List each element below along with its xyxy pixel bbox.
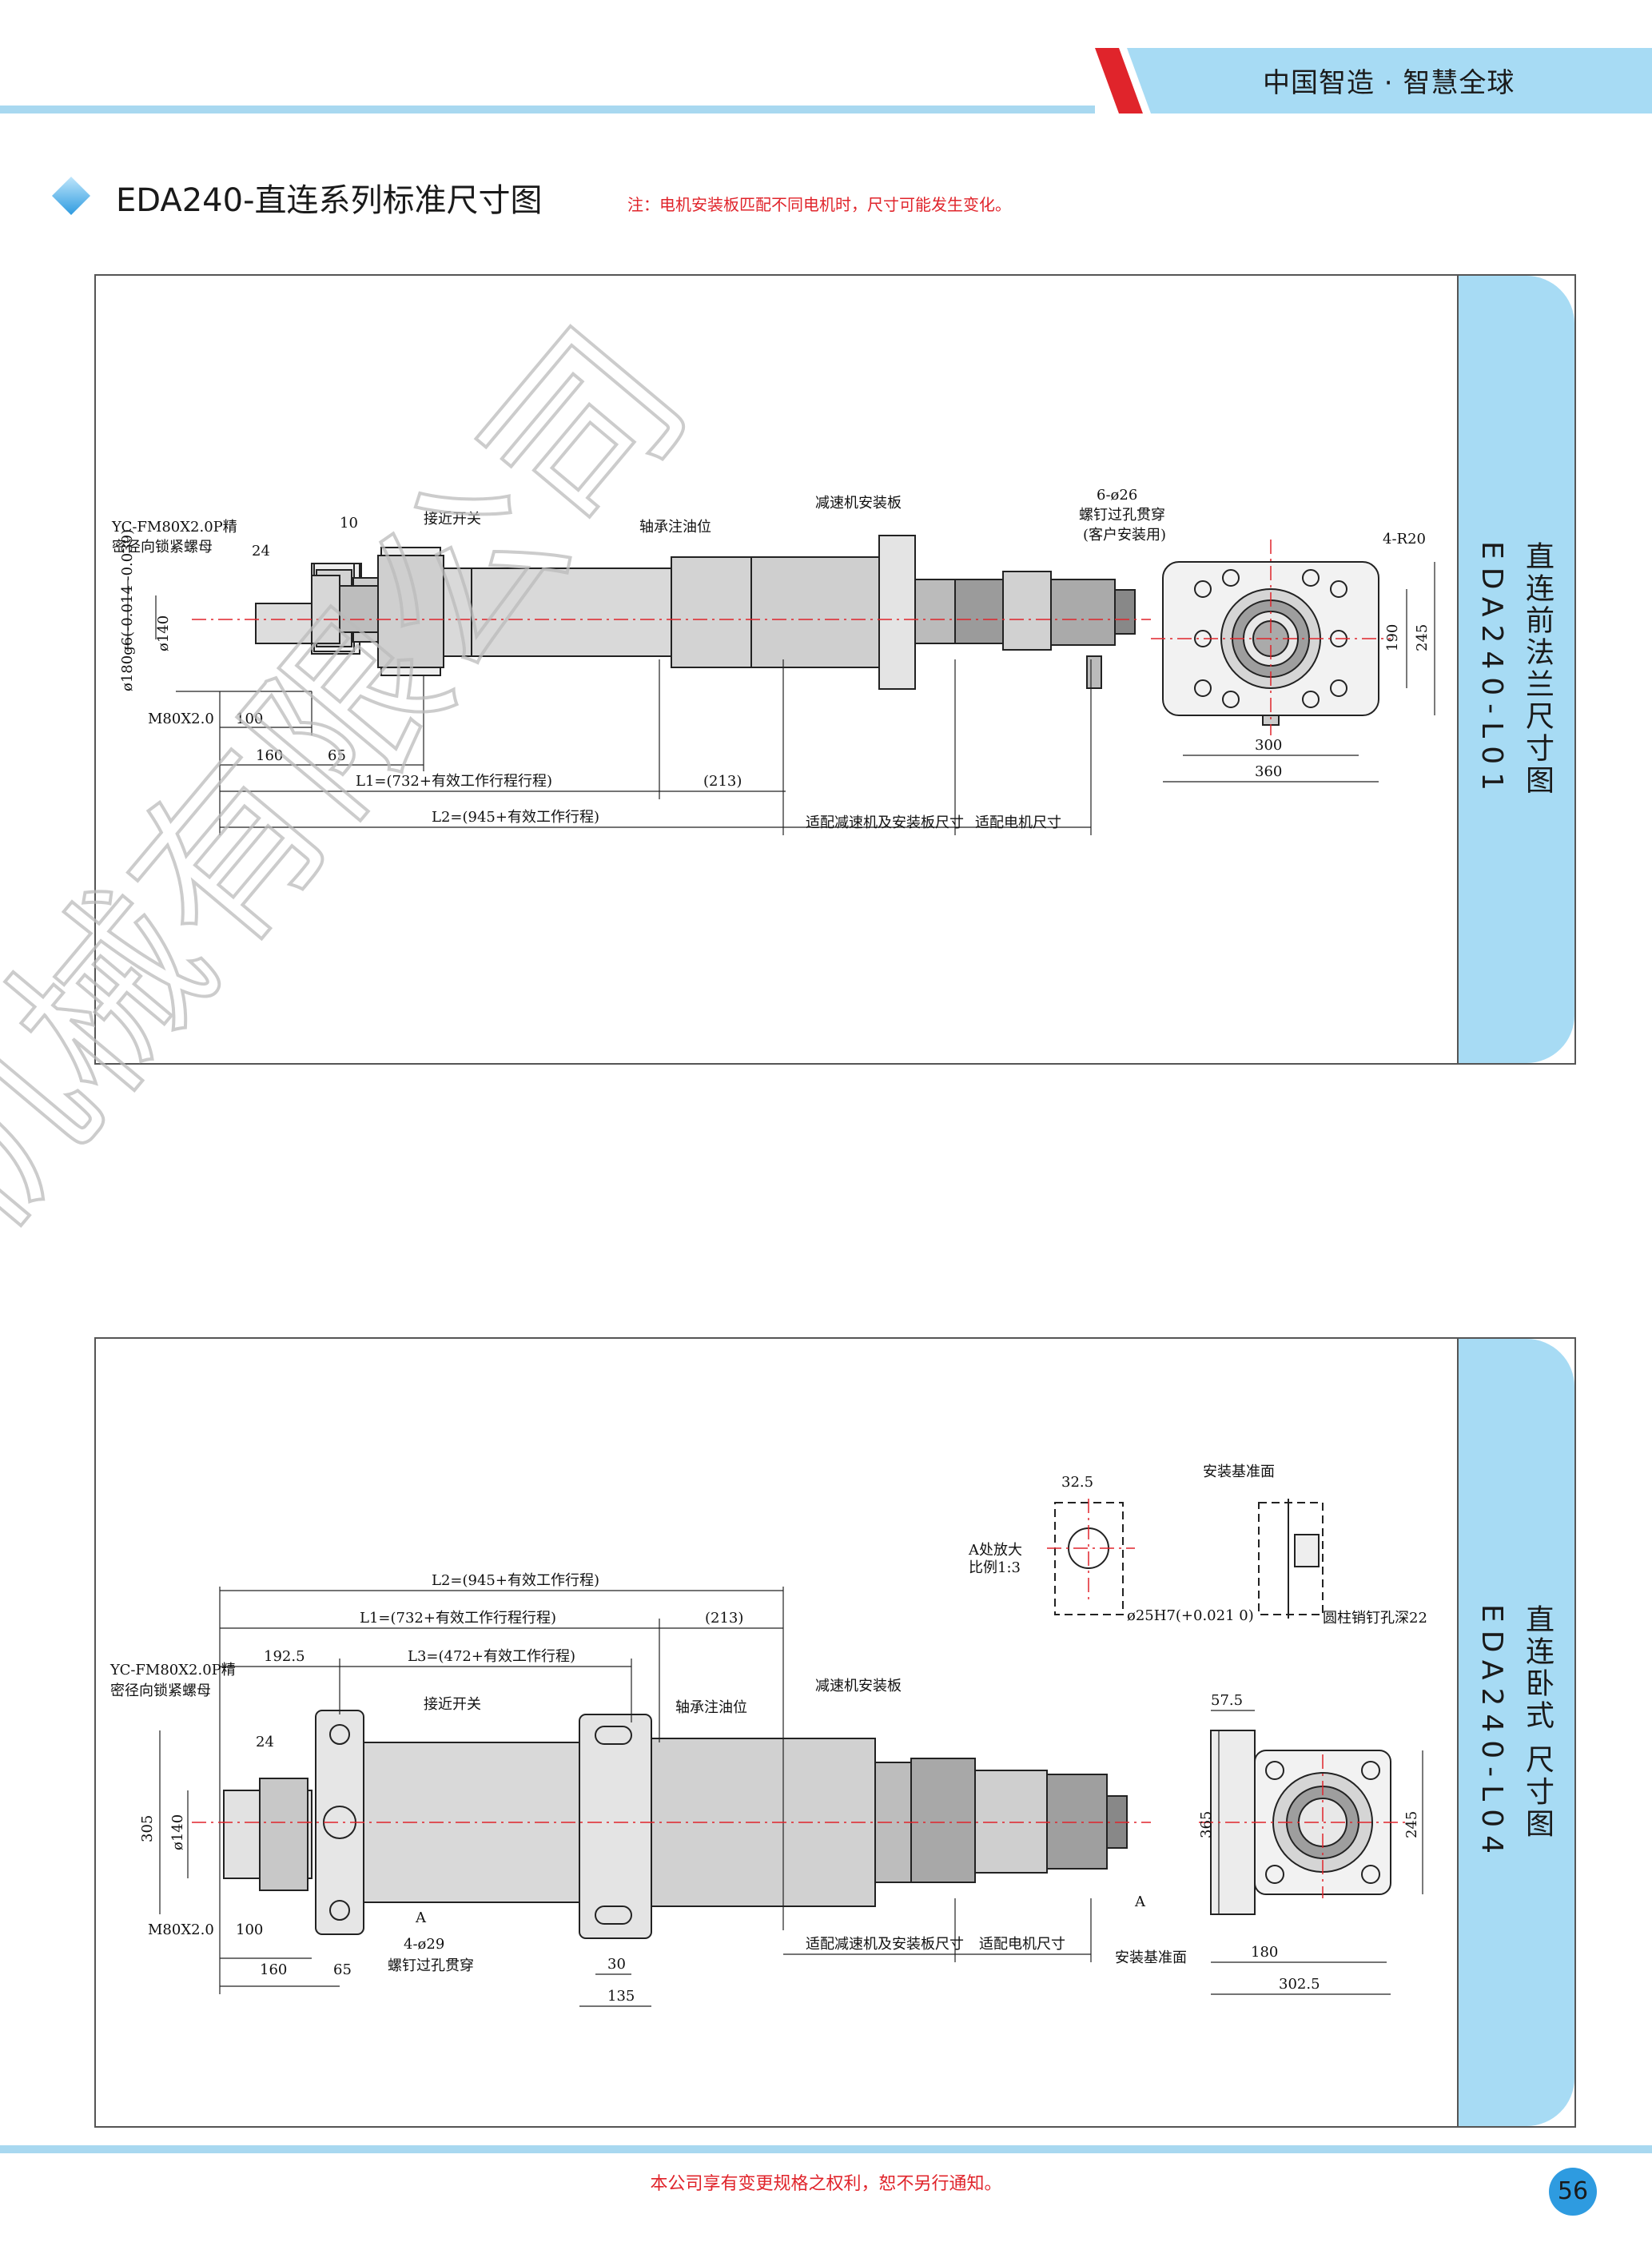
dim-l3: L3=(472+有效工作行程)	[408, 1648, 575, 1665]
base-label-2: 安装基准面	[1115, 1949, 1187, 1966]
dim-24: 24	[252, 543, 270, 560]
holes-label-2: 螺钉过孔贯穿	[388, 1957, 474, 1974]
scale-label: 比例1:3	[969, 1559, 1021, 1576]
header-slogan: 中国智造 · 智慧全球	[1263, 67, 1515, 99]
page-title: EDA240-直连系列标准尺寸图	[116, 182, 543, 219]
tab-code-l01: EDA240-L01	[1475, 540, 1508, 798]
dim-213: (213)	[705, 1610, 743, 1627]
header-banner	[1095, 48, 1652, 113]
page-number: 56	[1549, 2168, 1597, 2216]
dim-57-5: 57.5	[1211, 1692, 1243, 1709]
dim-l2: L2=(945+有效工作行程)	[432, 809, 599, 826]
holes-label-2: 螺钉过孔贯穿	[1079, 507, 1165, 524]
holes-label-3: (客户安装用)	[1083, 527, 1166, 544]
dim-305: 305	[139, 1815, 156, 1842]
switch-label: 接近开关	[424, 1696, 481, 1713]
drawing-l04: 32.5 安装基准面 A处放大 比例1:3 ø25H7(+0.021 0) 圆柱…	[109, 1463, 1427, 2007]
oil-label: 轴承注油位	[675, 1699, 747, 1716]
dim-m80: M80X2.0	[148, 711, 214, 727]
page-note: 注：电机安装板匹配不同电机时，尺寸可能发生变化。	[627, 195, 1011, 214]
drawing-panel-l01: YC-FM80X2.0P精 密径向锁紧螺母 10 接近开关 轴承注油位 减速机安…	[94, 274, 1576, 1065]
detail-label: A处放大	[968, 1542, 1022, 1559]
motor-dim-label: 适配电机尺寸	[979, 1936, 1065, 1953]
base-label: 安装基准面	[1203, 1463, 1275, 1480]
dim-140: ø140	[155, 615, 172, 651]
drawing-l01: YC-FM80X2.0P精 密径向锁紧螺母 10 接近开关 轴承注油位 减速机安…	[111, 487, 1435, 835]
dim-213: (213)	[703, 773, 742, 790]
dim-365: 365	[1198, 1811, 1215, 1838]
dim-300: 300	[1255, 737, 1282, 754]
dim-245: 245	[1403, 1811, 1420, 1838]
dim-25h7: ø25H7(+0.021 0)	[1127, 1607, 1254, 1624]
dim-245: 245	[1414, 624, 1431, 651]
plate-label: 减速机安装板	[815, 495, 902, 512]
tab-title-l04: 直连卧式 尺寸图	[1521, 1603, 1554, 1840]
tab-title-l01: 直连前法兰尺寸图	[1521, 540, 1554, 797]
dim-l1: L1=(732+有效工作行程行程)	[356, 773, 552, 790]
dim-65: 65	[333, 1961, 352, 1978]
a-label-2: A	[1134, 1894, 1146, 1910]
dim-160: 160	[260, 1961, 287, 1978]
dim-65: 65	[328, 747, 346, 764]
nut-label: YC-FM80X2.0P精	[109, 1662, 236, 1679]
dim-30: 30	[607, 1956, 626, 1973]
plate-label: 减速机安装板	[815, 1678, 902, 1694]
dim-m80: M80X2.0	[148, 1921, 214, 1938]
tab-code-l04: EDA240-L04	[1475, 1603, 1508, 1862]
dim-10: 10	[340, 515, 358, 532]
dim-l2: L2=(945+有效工作行程)	[432, 1572, 599, 1589]
a-label: A	[415, 1909, 427, 1926]
title-diamond-icon	[51, 176, 91, 216]
dim-180: ø180g6(-0.014 -0.039)	[119, 529, 136, 691]
dim-140: ø140	[169, 1814, 186, 1850]
nut-label-2: 密径向锁紧螺母	[110, 1682, 211, 1699]
switch-label: 接近开关	[424, 511, 481, 528]
dim-100: 100	[236, 711, 263, 727]
footer-rule	[0, 2145, 1652, 2153]
dim-l1: L1=(732+有效工作行程行程)	[360, 1610, 556, 1627]
dim-360: 360	[1255, 763, 1282, 780]
dim-nut-label-2: 密径向锁紧螺母	[112, 539, 213, 556]
holes-label: 6-ø26	[1097, 487, 1137, 504]
dim-160: 160	[256, 747, 283, 764]
panel-tab-l04: 直连卧式 尺寸图 EDA240-L04	[1457, 1339, 1574, 2126]
dim-32-5: 32.5	[1061, 1474, 1093, 1491]
drawing-panel-l04: 32.5 安装基准面 A处放大 比例1:3 ø25H7(+0.021 0) 圆柱…	[94, 1337, 1576, 2128]
motor-dim-label: 适配电机尺寸	[975, 814, 1061, 831]
dim-nut-label: YC-FM80X2.0P精	[111, 519, 237, 536]
dim-192-5: 192.5	[264, 1648, 305, 1665]
panel-tab-l01: 直连前法兰尺寸图 EDA240-L01	[1457, 276, 1574, 1063]
dim-24: 24	[256, 1734, 274, 1750]
oil-label: 轴承注油位	[639, 519, 711, 536]
r20-label: 4-R20	[1383, 531, 1426, 548]
dim-302-5: 302.5	[1279, 1976, 1320, 1993]
dim-135: 135	[607, 1988, 635, 2005]
header-rule	[0, 106, 1095, 113]
dim-190: 190	[1384, 624, 1401, 651]
holes-label: 4-ø29	[404, 1936, 444, 1953]
dim-180: 180	[1251, 1944, 1278, 1961]
gear-dim-label: 适配减速机及安装板尺寸	[806, 814, 964, 831]
footer-notice: 本公司享有变更规格之权利，恕不另行通知。	[650, 2174, 1002, 2194]
gear-dim-label: 适配减速机及安装板尺寸	[806, 1936, 964, 1953]
dim-100: 100	[236, 1921, 263, 1938]
pin-label: 圆柱销钉孔深22	[1323, 1610, 1427, 1627]
